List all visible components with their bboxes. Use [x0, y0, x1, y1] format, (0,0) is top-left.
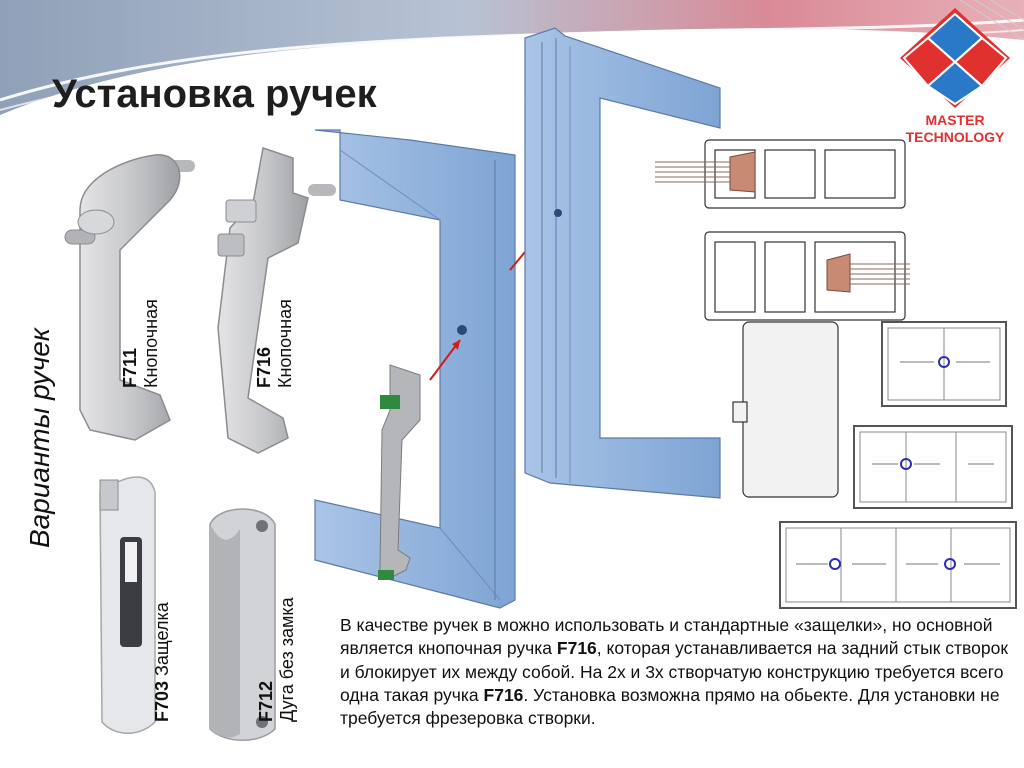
description-paragraph: В качестве ручек в можно использовать и …	[340, 614, 1020, 730]
handle-f711-code: F711	[120, 347, 140, 388]
handle-f716-desc: Кнопочная	[275, 299, 295, 388]
logo-text: MASTER TECHNOLOGY	[880, 112, 1024, 146]
handle-f716-label: F716 Кнопочная	[254, 299, 296, 388]
handle-f716-image	[217, 147, 336, 454]
master-technology-logo-icon	[900, 8, 1010, 108]
latch-f703-code: F703	[152, 680, 172, 722]
paragraph-bold-1: F716	[556, 638, 597, 659]
paragraph-part-2: , которая устанавливается на задний стык…	[340, 638, 1008, 705]
bow-f712-label: F712 Дуга без замка	[256, 597, 298, 722]
window-4-panel-diagram	[779, 521, 1017, 609]
bow-f712-code: F712	[256, 680, 276, 722]
latch-f703-desc: Защелка	[152, 602, 172, 676]
profile-section-drawing	[655, 139, 910, 498]
latch-f703-image	[80, 462, 160, 742]
handle-f711-label: F711 Кнопочная	[120, 299, 162, 388]
window-3-panel-diagram	[853, 425, 1013, 509]
handle-f711-image	[64, 154, 195, 441]
paragraph-part-3: . Установка возможна прямо на обьекте. Д…	[340, 684, 1000, 729]
handle-f716-code: F716	[254, 346, 274, 388]
window-2-panel-diagram	[881, 321, 1007, 407]
sash-frame-left-image	[314, 129, 516, 609]
bow-f712-image	[209, 508, 276, 741]
paragraph-part-1: В качестве ручек в можно использовать и …	[340, 615, 993, 659]
bow-f712-desc: Дуга без замка	[277, 597, 297, 722]
paragraph-bold-2: F716	[483, 684, 524, 705]
sash-frame-right-image	[524, 27, 721, 499]
page-title: Установка ручек	[52, 72, 377, 116]
latch-f703-label: F703 Защелка	[152, 602, 173, 722]
handle-variants-heading: Варианты ручек	[24, 327, 55, 548]
handle-f711-desc: Кнопочная	[141, 299, 161, 388]
logo-line-1: MASTER	[925, 112, 985, 128]
logo-line-2: TECHNOLOGY	[905, 129, 1005, 145]
